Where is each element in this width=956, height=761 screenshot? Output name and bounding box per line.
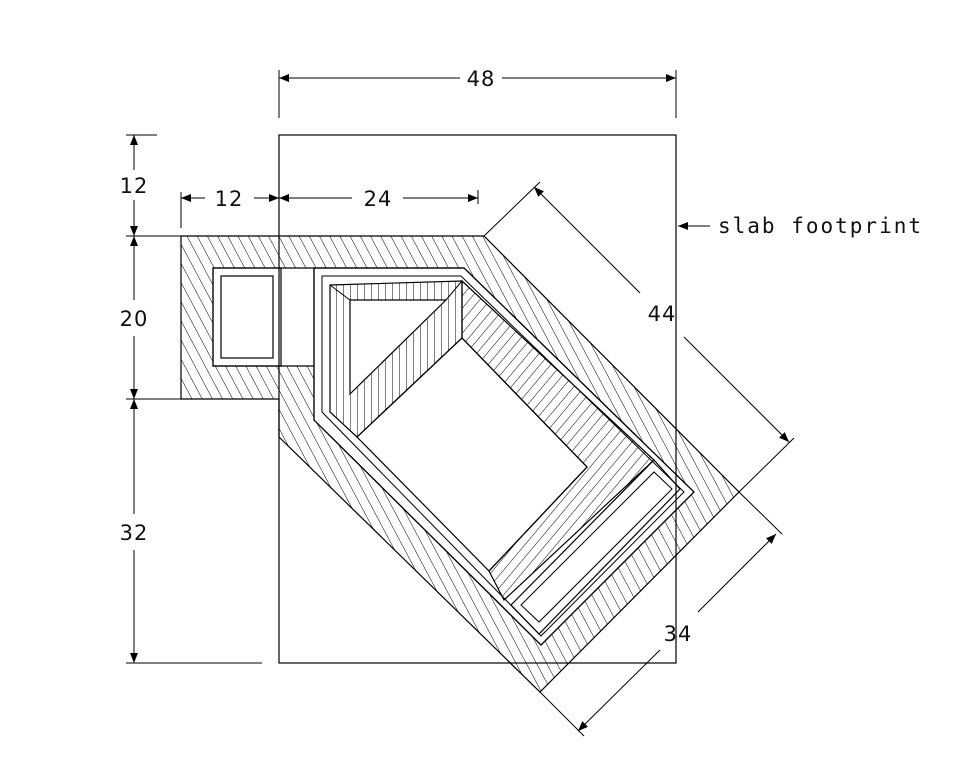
left-room-inner [220, 275, 274, 359]
lower-right-element [510, 459, 681, 635]
dim-left-bottom: 32 [120, 521, 149, 545]
dim-diagonal-long: 44 [648, 302, 677, 326]
left-room-outer [212, 267, 282, 367]
inner-wall-left [329, 280, 463, 438]
inner-white-room [356, 337, 588, 572]
dim-diagonal-short: 34 [664, 622, 693, 646]
dim-offset-left: 12 [215, 187, 244, 211]
dim-offset-right: 24 [364, 187, 393, 211]
dim-top-width: 48 [467, 67, 496, 91]
slab-footprint-label: slab footprint [718, 214, 923, 238]
dim-line-34b [697, 533, 777, 613]
main-space-inner-outline [313, 267, 695, 646]
inner-bevel [329, 280, 463, 301]
ext-line-diag-34-left [539, 691, 585, 737]
dim-line-44b [683, 336, 790, 443]
ext-line-diag-34-right [738, 491, 783, 535]
dim-line-34a [577, 649, 661, 732]
dim-line-44a [533, 186, 641, 294]
ext-line-diag-44-top [483, 181, 541, 237]
lower-right-element-inner [520, 471, 673, 623]
main-space-inner-offset [321, 275, 685, 637]
dim-left-top: 12 [120, 174, 149, 198]
dim-left-middle: 20 [120, 307, 149, 331]
ext-line-diag-44-bottom [738, 437, 795, 493]
